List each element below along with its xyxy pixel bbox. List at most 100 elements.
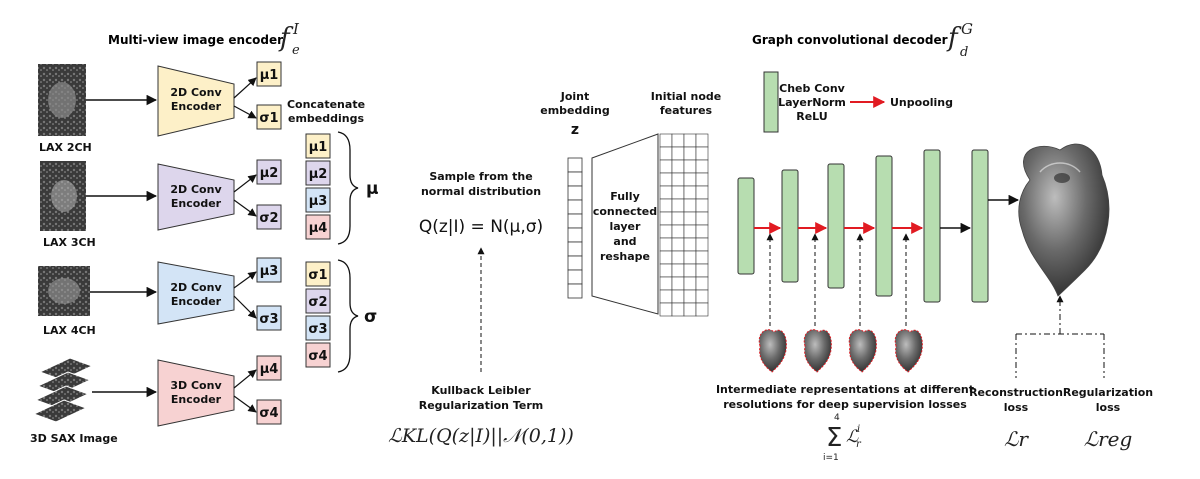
decoder-layer (781, 169, 799, 283)
recon-label-line2: loss (1004, 401, 1029, 414)
node-feature-cell (671, 263, 685, 278)
svg-text:Encoder: Encoder (171, 295, 222, 308)
intermediate-heart (758, 329, 787, 373)
svg-text:4: 4 (834, 413, 840, 423)
mu-box-4: μ4 (256, 355, 282, 381)
decoder-title: Graph convolutional decoder (752, 33, 948, 47)
concat-label-line1: Concatenate (287, 98, 365, 111)
reg-label-line1: Regularization (1063, 386, 1153, 399)
view-label-lax-2ch: LAX 2CH (39, 141, 92, 154)
svg-text:Encoder: Encoder (171, 197, 222, 210)
mu-brace (337, 131, 359, 245)
svg-text:2D Conv: 2D Conv (170, 281, 222, 294)
z-cell (567, 227, 583, 243)
decoder-symbol: f G d (946, 20, 973, 60)
joint-embedding-vector (567, 157, 583, 299)
fc-layer-block: Fully connected layer and reshape (591, 133, 659, 315)
svg-text:μ1: μ1 (309, 140, 328, 155)
node-feature-cell (659, 185, 673, 200)
svg-text:2D Conv: 2D Conv (170, 86, 222, 99)
mu-box-1: μ1 (256, 61, 282, 87)
mri-image-3d-sax-stack (32, 357, 94, 423)
node-feature-cell (659, 276, 673, 291)
svg-text:μ2: μ2 (309, 167, 328, 182)
node-feature-cell (659, 172, 673, 187)
svg-text:Fully: Fully (610, 190, 640, 203)
init-label-line1: Initial node (651, 90, 721, 103)
node-feature-cell (671, 250, 685, 265)
intermediate-heart (894, 329, 923, 373)
node-feature-cell (659, 263, 673, 278)
sampling-label-line1: Sample from the (429, 170, 532, 183)
svg-text:i: i (857, 424, 860, 435)
node-feature-cell (659, 198, 673, 213)
sigma-box-4: σ4 (256, 399, 282, 425)
svg-text:ℒ: ℒ (846, 427, 859, 447)
node-feature-cell (671, 185, 685, 200)
decoder-layer (827, 163, 845, 289)
joint-label-line1: Joint (560, 90, 590, 103)
node-feature-cell (659, 289, 673, 304)
sigma-brace (337, 259, 359, 373)
mri-image-lax-2ch (38, 64, 86, 136)
decoder-layer (971, 149, 989, 303)
node-feature-cell (683, 185, 697, 200)
encoder-block-2: 2D Conv Encoder (157, 163, 235, 231)
node-feature-cell (671, 276, 685, 291)
node-feature-cell (695, 172, 709, 187)
recon-symbol: ℒr (1004, 427, 1029, 451)
svg-text:μ1: μ1 (260, 68, 279, 83)
intermediate-hearts (758, 233, 923, 373)
node-feature-cell (659, 146, 673, 161)
mu-symbol: μ (366, 179, 379, 199)
kl-formula: ℒKL(Q(z|I)||𝒩(0,1)) (388, 425, 574, 447)
z-cell (567, 269, 583, 285)
sampling-equation: Q(z|I) = N(μ,σ) (419, 217, 543, 237)
node-feature-cell (695, 133, 709, 148)
view-label-3d-sax: 3D SAX Image (30, 432, 118, 445)
node-feature-cell (683, 159, 697, 174)
z-cell (567, 171, 583, 187)
mri-image-lax-4ch (38, 266, 90, 316)
svg-text:Σ: Σ (826, 423, 842, 453)
node-feature-cell (695, 289, 709, 304)
svg-text:σ2: σ2 (308, 295, 327, 310)
svg-text:r: r (856, 439, 862, 450)
svg-text:Encoder: Encoder (171, 393, 222, 406)
node-feature-cell (659, 237, 673, 252)
mu-box-2: μ2 (256, 159, 282, 185)
node-feature-cell (659, 211, 673, 226)
decoder-layer (923, 149, 941, 303)
svg-text:i=1: i=1 (823, 453, 839, 463)
decoder-layer (875, 155, 893, 297)
svg-text:σ3: σ3 (308, 322, 327, 337)
svg-text:σ4: σ4 (308, 349, 327, 364)
decoder-layer (737, 177, 755, 275)
sigma-box-3: σ3 (256, 305, 282, 331)
legend-layer-line1: Cheb Conv (779, 82, 846, 95)
svg-text:3D Conv: 3D Conv (170, 379, 222, 392)
svg-text:I: I (292, 20, 300, 38)
output-heart-mesh (1018, 143, 1110, 297)
svg-text:G: G (961, 20, 973, 38)
init-label-line2: features (660, 104, 713, 117)
node-feature-cell (683, 211, 697, 226)
decoder-layers (737, 149, 989, 303)
mri-image-lax-3ch (40, 161, 86, 231)
encoder-title: Multi-view image encoder (108, 33, 283, 47)
encoder-block-1: 2D Conv Encoder (157, 65, 235, 137)
node-feature-cell (695, 237, 709, 252)
node-feature-cell (671, 302, 685, 317)
node-feature-cell (683, 276, 697, 291)
legend-layer-swatch (763, 71, 779, 133)
node-feature-cell (671, 133, 685, 148)
svg-text:Encoder: Encoder (171, 100, 222, 113)
node-feature-cell (695, 198, 709, 213)
node-feature-cell (695, 211, 709, 226)
joint-label-line2: embedding (540, 104, 609, 117)
svg-text:connected: connected (593, 205, 657, 218)
node-feature-cell (671, 224, 685, 239)
deep-supervision-sum: Σ 4 i=1 ℒ r i (823, 413, 862, 463)
node-feature-cell (695, 185, 709, 200)
